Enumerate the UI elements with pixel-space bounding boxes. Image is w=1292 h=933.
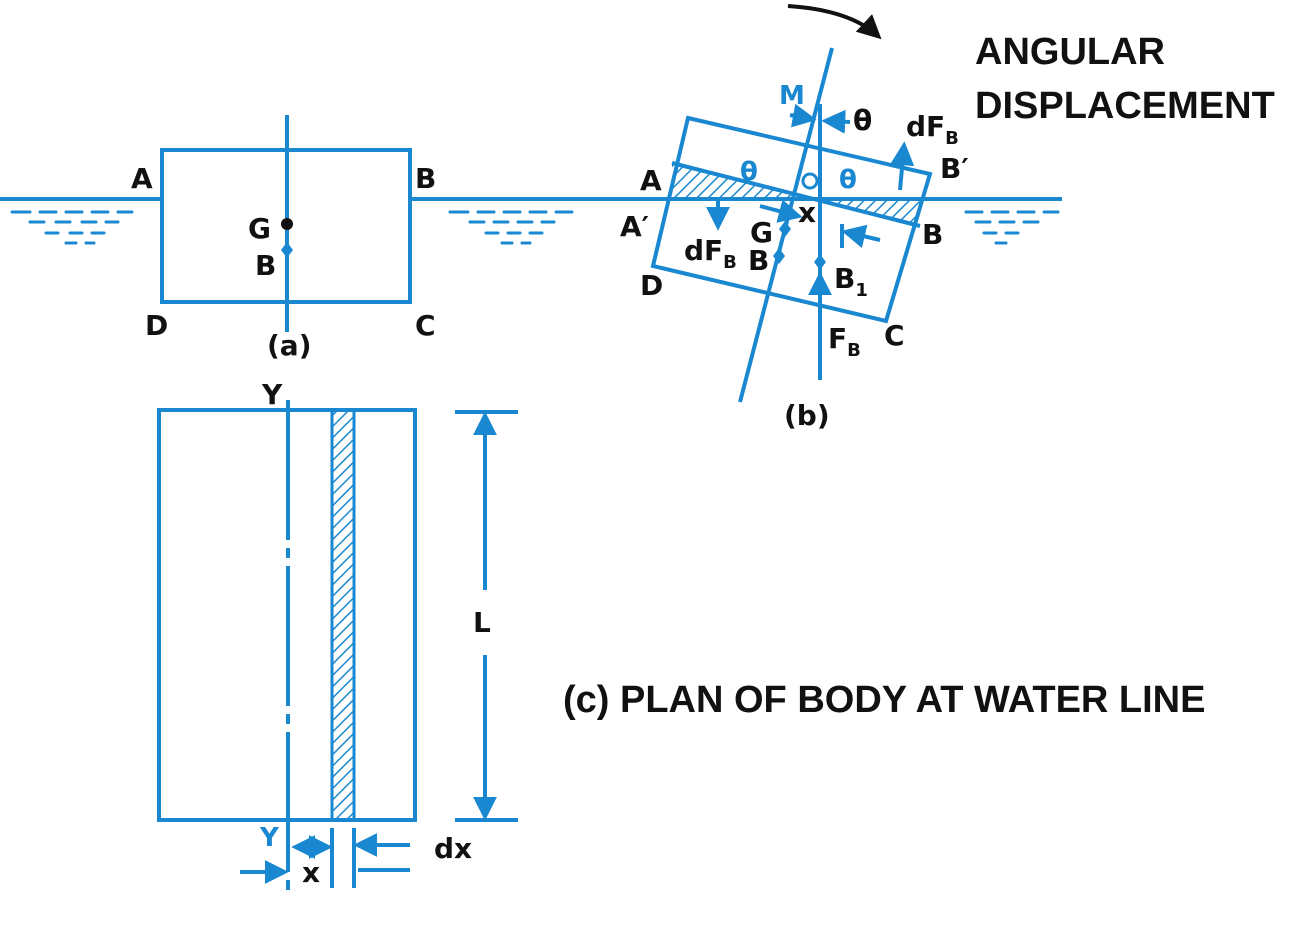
label-dx: dx (434, 832, 472, 865)
figure-a: A B D C G B (a) (0, 115, 668, 362)
label-y-top: Y (261, 378, 283, 411)
label-b-point-x: x (798, 196, 816, 229)
centre-of-buoyancy-marker (281, 242, 293, 258)
figure-c: Y Y L x dx (c) PLAN OF BODY AT WATER LIN… (157, 378, 1205, 895)
label-x-distance: x (302, 856, 320, 889)
label-theta-right: θ (839, 165, 857, 195)
label-a-corner-b: B (415, 162, 436, 195)
label-theta-left: θ (740, 157, 758, 187)
hatched-strip (330, 408, 356, 822)
label-b-corner-a-prime: A′ (620, 210, 649, 243)
label-b-point-b: B (748, 244, 769, 277)
label-length: L (473, 606, 491, 639)
caption-c: (c) PLAN OF BODY AT WATER LINE (563, 679, 1205, 721)
label-a-corner-c: C (415, 309, 436, 342)
caption-b: (b) (784, 399, 830, 432)
centre-of-gravity-marker (281, 218, 293, 230)
label-df-left: dFB (684, 234, 737, 273)
label-a-point-b: B (255, 249, 276, 282)
tilted-b-marker (773, 248, 785, 264)
water-ripples-b (964, 210, 1060, 245)
label-b-corner-a: A (640, 164, 662, 197)
label-b-corner-b-prime: B′ (940, 152, 969, 185)
title-line-1: ANGULAR (975, 31, 1165, 73)
label-b-point-g: G (750, 216, 773, 249)
tilted-g-marker (779, 221, 791, 237)
b1-marker (814, 254, 826, 270)
label-metacentre: M (779, 81, 805, 111)
tilted-waterline (671, 161, 921, 228)
rotation-arrow (787, 4, 882, 40)
label-b-corner-b: B (922, 218, 943, 251)
figure-b: A A′ B B′ D C M θ θ θ dFB dFB G B x B1 F… (620, 4, 1062, 432)
label-b-corner-c: C (884, 319, 905, 352)
label-y-bottom: Y (259, 823, 280, 853)
title-line-2: DISPLACEMENT (975, 85, 1275, 127)
label-force-fb: FB (828, 322, 861, 361)
x-distance-arrow (759, 199, 803, 223)
label-b-corner-d: D (640, 269, 663, 302)
df-up-arrow (890, 141, 915, 191)
label-a-corner-d: D (145, 309, 168, 342)
label-a-point-g: G (248, 212, 271, 245)
label-b1: B1 (834, 262, 868, 301)
theta-arrow-left (789, 103, 817, 128)
right-pointer-arrow (841, 224, 881, 249)
body-tilted-b (650, 115, 933, 324)
water-ripples-a (10, 210, 574, 245)
theta-arrow-right (821, 109, 851, 134)
caption-a: (a) (267, 329, 312, 362)
label-a-corner-a: A (131, 162, 153, 195)
label-df-right: dFB (906, 110, 959, 149)
label-theta-top: θ (853, 104, 872, 137)
origin-circle (801, 172, 819, 190)
